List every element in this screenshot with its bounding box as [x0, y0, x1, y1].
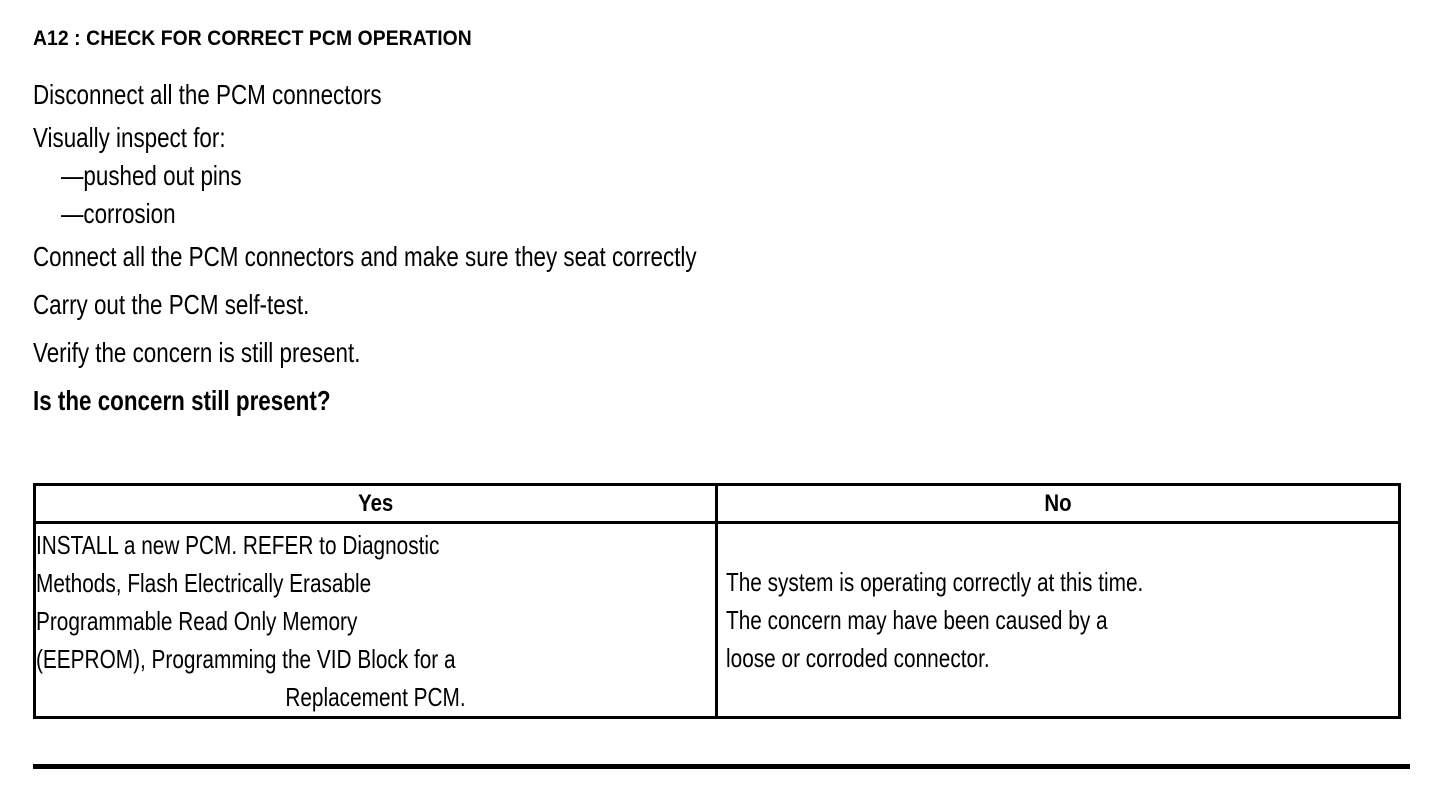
instruction-line: Carry out the PCM self-test. — [33, 289, 310, 320]
instruction-line: Connect all the PCM connectors and make … — [33, 241, 697, 272]
instruction-bullet: —pushed out pins — [61, 160, 242, 191]
instruction-line: Disconnect all the PCM connectors — [33, 79, 382, 110]
page-title: A12 : CHECK FOR CORRECT PCM OPERATION — [33, 27, 472, 50]
instruction-line: Verify the concern is still present. — [33, 337, 361, 368]
instruction-list: Disconnect all the PCM connectors Visual… — [33, 71, 1373, 425]
cell-no-action: The system is operating correctly at thi… — [715, 521, 1401, 719]
cell-line: The concern may have been caused by a — [726, 605, 1108, 635]
cell-line: INSTALL a new PCM. REFER to Diagnostic — [36, 530, 440, 560]
instruction-line: Visually inspect for: — [33, 122, 226, 153]
column-header-no: No — [715, 483, 1401, 524]
table-row: INSTALL a new PCM. REFER to Diagnostic M… — [33, 521, 1401, 719]
column-header-yes: Yes — [33, 483, 718, 524]
page-footer-rule — [33, 764, 1410, 769]
cell-line: Programmable Read Only Memory — [36, 606, 358, 636]
table-header-row: Yes No — [33, 483, 1401, 524]
cell-line: (EEPROM), Programming the VID Block for … — [36, 644, 456, 674]
cell-line: Methods, Flash Electrically Erasable — [36, 568, 372, 598]
instruction-bullet: —corrosion — [61, 198, 176, 229]
column-header-yes-label: Yes — [357, 490, 394, 517]
column-header-no-label: No — [1044, 490, 1072, 517]
cell-line: The system is operating correctly at thi… — [726, 567, 1144, 597]
decision-question: Is the concern still present? — [33, 385, 331, 416]
cell-line: loose or corroded connector. — [726, 643, 990, 673]
decision-table: Yes No INSTALL a new PCM. REFER to Diagn… — [33, 483, 1401, 719]
cell-line: Replacement PCM. — [285, 682, 466, 712]
cell-yes-action: INSTALL a new PCM. REFER to Diagnostic M… — [33, 521, 718, 719]
